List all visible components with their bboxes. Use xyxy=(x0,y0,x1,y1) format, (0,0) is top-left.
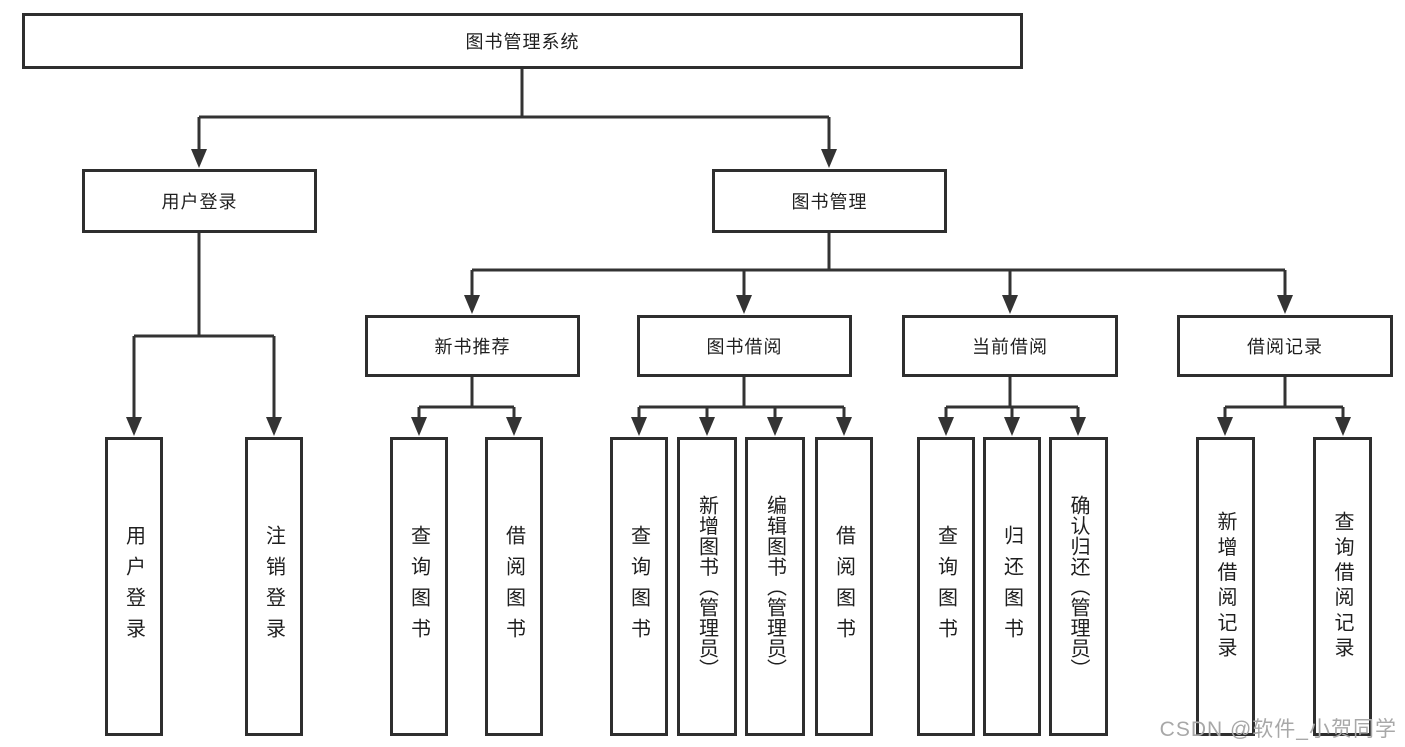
leaf-query-books-current: 查询图书 xyxy=(917,437,975,736)
node-book-management: 图书管理 xyxy=(712,169,947,233)
node-user-login: 用户登录 xyxy=(82,169,317,233)
leaf-return-books: 归还图书 xyxy=(983,437,1041,736)
leaf-query-books-recommend: 查询图书 xyxy=(390,437,448,736)
node-root-library-system: 图书管理系统 xyxy=(22,13,1023,69)
node-current-borrow: 当前借阅 xyxy=(902,315,1118,377)
node-new-book-recommend: 新书推荐 xyxy=(365,315,580,377)
leaf-logout: 注销登录 xyxy=(245,437,303,736)
csdn-watermark: CSDN @软件_小贺同学 xyxy=(1159,718,1397,741)
node-book-borrow: 图书借阅 xyxy=(637,315,852,377)
leaf-query-books-borrow: 查询图书 xyxy=(610,437,668,736)
connector-lines xyxy=(132,68,1345,422)
leaf-add-books-admin: 新增图书（管理员） xyxy=(677,437,737,736)
leaf-user-login: 用户登录 xyxy=(105,437,163,736)
leaf-borrow-books-recommend: 借阅图书 xyxy=(485,437,543,736)
leaf-borrow-books: 借阅图书 xyxy=(815,437,873,736)
arrowhead-icons xyxy=(126,149,1351,436)
leaf-add-borrow-record: 新增借阅记录 xyxy=(1196,437,1255,736)
leaf-confirm-return-admin: 确认归还（管理员） xyxy=(1049,437,1108,736)
leaf-query-borrow-record: 查询借阅记录 xyxy=(1313,437,1372,736)
leaf-edit-books-admin: 编辑图书（管理员） xyxy=(745,437,805,736)
node-borrow-records: 借阅记录 xyxy=(1177,315,1393,377)
